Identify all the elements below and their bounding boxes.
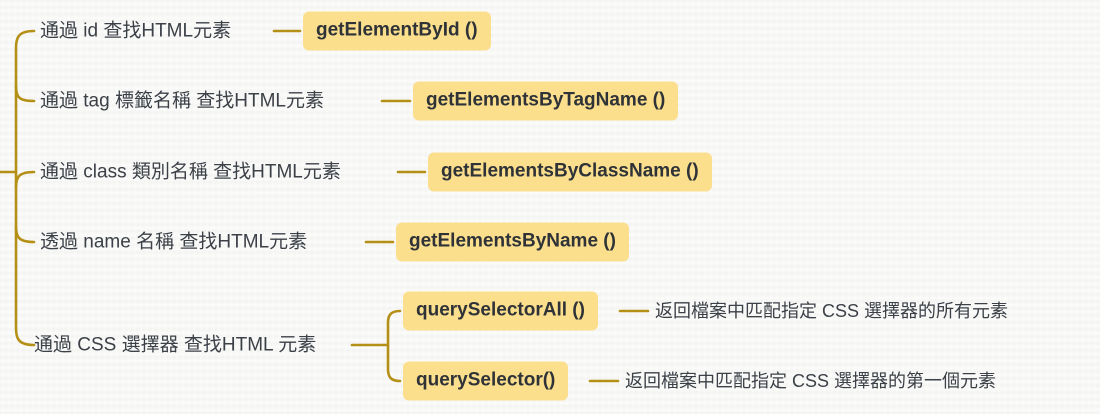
method-chip-query-selector-all[interactable]: querySelectorAll () xyxy=(403,291,598,331)
branch-label-by-name: 透過 name 名稱 查找HTML元素 xyxy=(40,231,308,253)
branch-label-by-css-selector: 通過 CSS 選擇器 查找HTML 元素 xyxy=(34,334,317,356)
root-bracket xyxy=(14,29,36,347)
branch-label-by-id: 通過 id 查找HTML元素 xyxy=(40,20,232,42)
method-chip-get-element-by-id[interactable]: getElementById () xyxy=(303,11,491,51)
method-chip-get-elements-by-name[interactable]: getElementsByName () xyxy=(396,222,629,262)
css-subtree-bracket xyxy=(386,309,402,383)
root-branch-hooks xyxy=(14,84,36,244)
branch-label-by-class: 通過 class 類別名稱 查找HTML元素 xyxy=(40,161,341,183)
description-query-selector-all: 返回檔案中匹配指定 CSS 選擇器的所有元素 xyxy=(655,301,1009,321)
description-query-selector: 返回檔案中匹配指定 CSS 選擇器的第一個元素 xyxy=(625,371,997,391)
branch-connectors xyxy=(272,29,427,244)
branch-label-by-tag: 通過 tag 標籤名稱 查找HTML元素 xyxy=(40,90,324,112)
method-chip-query-selector[interactable]: querySelector() xyxy=(403,361,569,401)
method-chip-get-elements-by-tag-name[interactable]: getElementsByTagName () xyxy=(413,81,679,121)
method-chip-get-elements-by-class-name[interactable]: getElementsByClassName () xyxy=(428,152,712,192)
